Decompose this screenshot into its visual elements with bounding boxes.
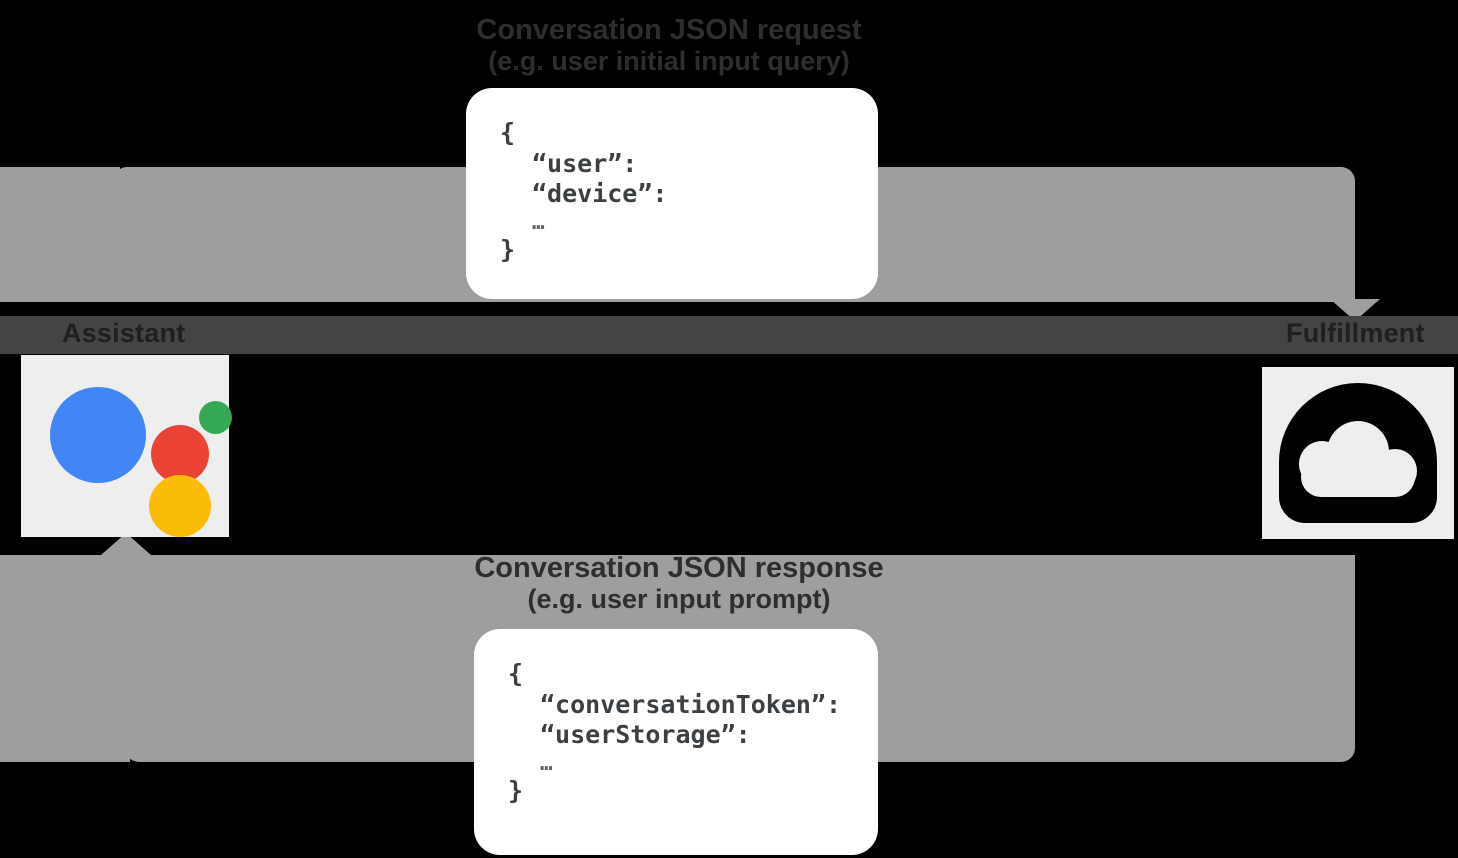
- request-json-key-device: “device”:: [532, 179, 668, 208]
- cloud-icon: [1279, 383, 1437, 523]
- response-flow-subtitle: (e.g. user input prompt): [527, 584, 831, 615]
- request-flow-caption: Conversation JSON request (e.g. user ini…: [0, 14, 1338, 77]
- request-flow-title: Conversation JSON request: [476, 14, 862, 46]
- request-json-ellipsis: …: [532, 209, 545, 234]
- assistant-logo-yellow-dot: [149, 475, 211, 537]
- assistant-node-label: Assistant: [62, 318, 186, 348]
- response-json-open-brace: {: [508, 659, 524, 688]
- response-json-close-brace: }: [508, 776, 524, 806]
- response-flow-title: Conversation JSON response: [474, 552, 884, 584]
- response-flow-caption: Conversation JSON response (e.g. user in…: [0, 552, 1358, 615]
- request-json-key-user: “user”:: [532, 148, 638, 178]
- request-flow-band-left-segment: [0, 167, 120, 302]
- assistant-logo-red-dot: [151, 425, 209, 483]
- response-json-ellipsis: …: [540, 750, 553, 775]
- response-arrowhead-icon: [101, 533, 151, 555]
- fulfillment-node-label: Fulfillment: [1286, 318, 1425, 348]
- request-json-card: { “user”: “device”: … }: [466, 88, 878, 299]
- google-assistant-logo-icon: [32, 363, 232, 537]
- request-json-close-brace: }: [500, 235, 516, 265]
- node-rail-divider: [0, 316, 1458, 354]
- response-json-card: { “conversationToken”: “userStorage”: … …: [474, 629, 878, 855]
- response-flow-band-left-segment: [0, 555, 130, 762]
- request-flow-subtitle: (e.g. user initial input query): [488, 46, 850, 77]
- response-json-key-user-storage: “userStorage”:: [540, 720, 751, 749]
- cloud-icon-body: [1301, 457, 1415, 497]
- assistant-node[interactable]: [21, 355, 232, 537]
- response-json-key-conversation-token: “conversationToken”:: [540, 689, 842, 719]
- assistant-logo-green-dot: [199, 401, 232, 434]
- request-arrowhead-icon: [1330, 299, 1380, 321]
- fulfillment-node[interactable]: [1262, 367, 1454, 539]
- request-json-open-brace: {: [500, 118, 516, 147]
- assistant-logo-blue-dot: [50, 387, 146, 483]
